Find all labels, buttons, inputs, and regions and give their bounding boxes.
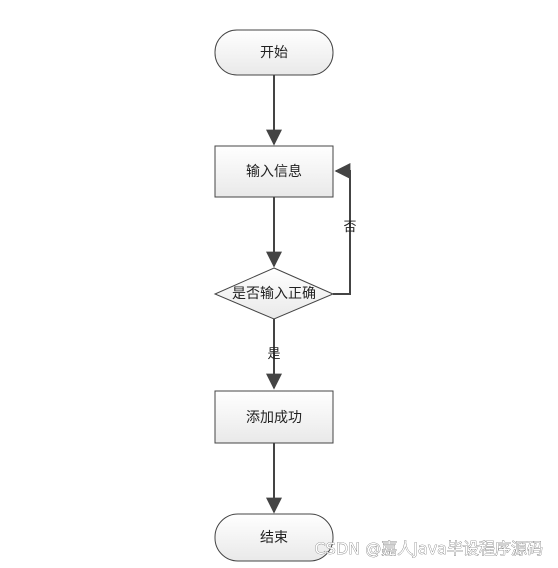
watermark: CSDN @嘉人Java毕设程序源码 <box>314 539 543 558</box>
decision-node: 是否输入正确 <box>213 267 335 320</box>
end-node: 结束 <box>214 513 334 562</box>
yes-label: 是 <box>267 347 280 362</box>
no-label: 否 <box>343 220 356 235</box>
end-label: 结束 <box>260 530 288 546</box>
success-label: 添加成功 <box>246 410 302 426</box>
input-label: 输入信息 <box>246 163 302 180</box>
start-label: 开始 <box>260 45 288 61</box>
edge-decision-no-loop <box>333 163 351 295</box>
start-node: 开始 <box>214 29 334 76</box>
success-node: 添加成功 <box>214 390 334 444</box>
decision-label: 是否输入正确 <box>232 286 316 302</box>
input-node: 输入信息 <box>214 145 334 198</box>
